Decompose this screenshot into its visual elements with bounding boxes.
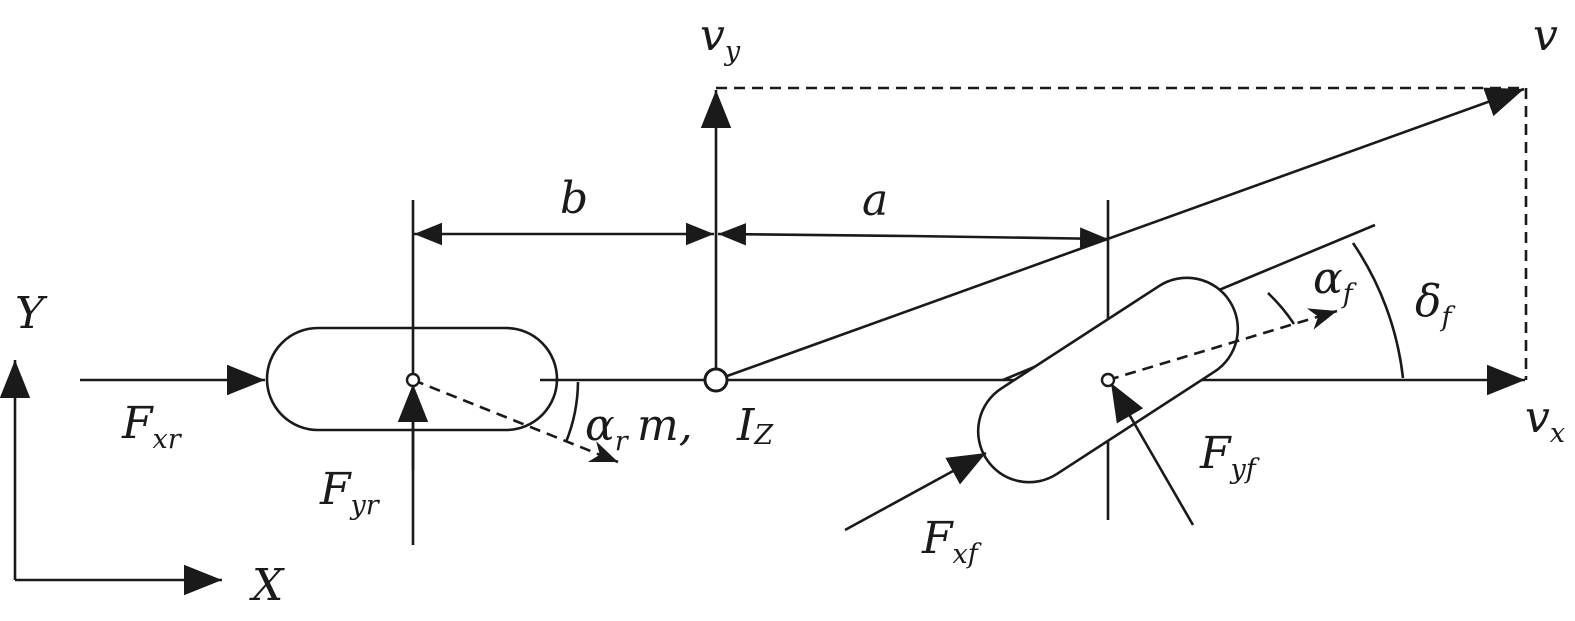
front-contact-point xyxy=(1100,372,1116,388)
dimension-a-arrow-right xyxy=(909,227,1109,250)
label-mass: m, xyxy=(637,400,693,451)
label-fyr: Fyr xyxy=(319,464,381,521)
delta-f-arc xyxy=(1351,242,1405,379)
label-alpha-f: αf xyxy=(1313,253,1357,310)
label-X: X xyxy=(249,560,285,611)
rear-contact-point xyxy=(405,372,421,388)
alpha-r-arc xyxy=(564,381,580,443)
label-delta-f: δf xyxy=(1415,276,1456,333)
label-vx: vx xyxy=(1525,392,1565,449)
label-b: b xyxy=(560,173,588,224)
dimension-a-arrow-left xyxy=(717,223,911,246)
velocity-vector-arrow xyxy=(715,87,1525,382)
label-vy: vy xyxy=(700,10,741,67)
front-velocity-dashed xyxy=(1107,308,1338,382)
label-fxr: Fxr xyxy=(121,398,183,455)
label-inertia: IZ xyxy=(736,400,774,451)
label-fxf: Fxf xyxy=(921,513,982,570)
label-alpha-r: αr xyxy=(585,400,630,457)
rear-velocity-dashed xyxy=(412,378,619,464)
alpha-f-arc xyxy=(1267,292,1296,325)
fxf-arrow xyxy=(844,451,987,532)
label-v: v xyxy=(1533,10,1558,61)
label-fyf: Fyf xyxy=(1199,428,1260,485)
label-Y: Y xyxy=(15,288,48,339)
center-of-mass xyxy=(703,367,729,393)
label-a: a xyxy=(862,175,888,226)
fyf-arrow xyxy=(1109,382,1195,526)
